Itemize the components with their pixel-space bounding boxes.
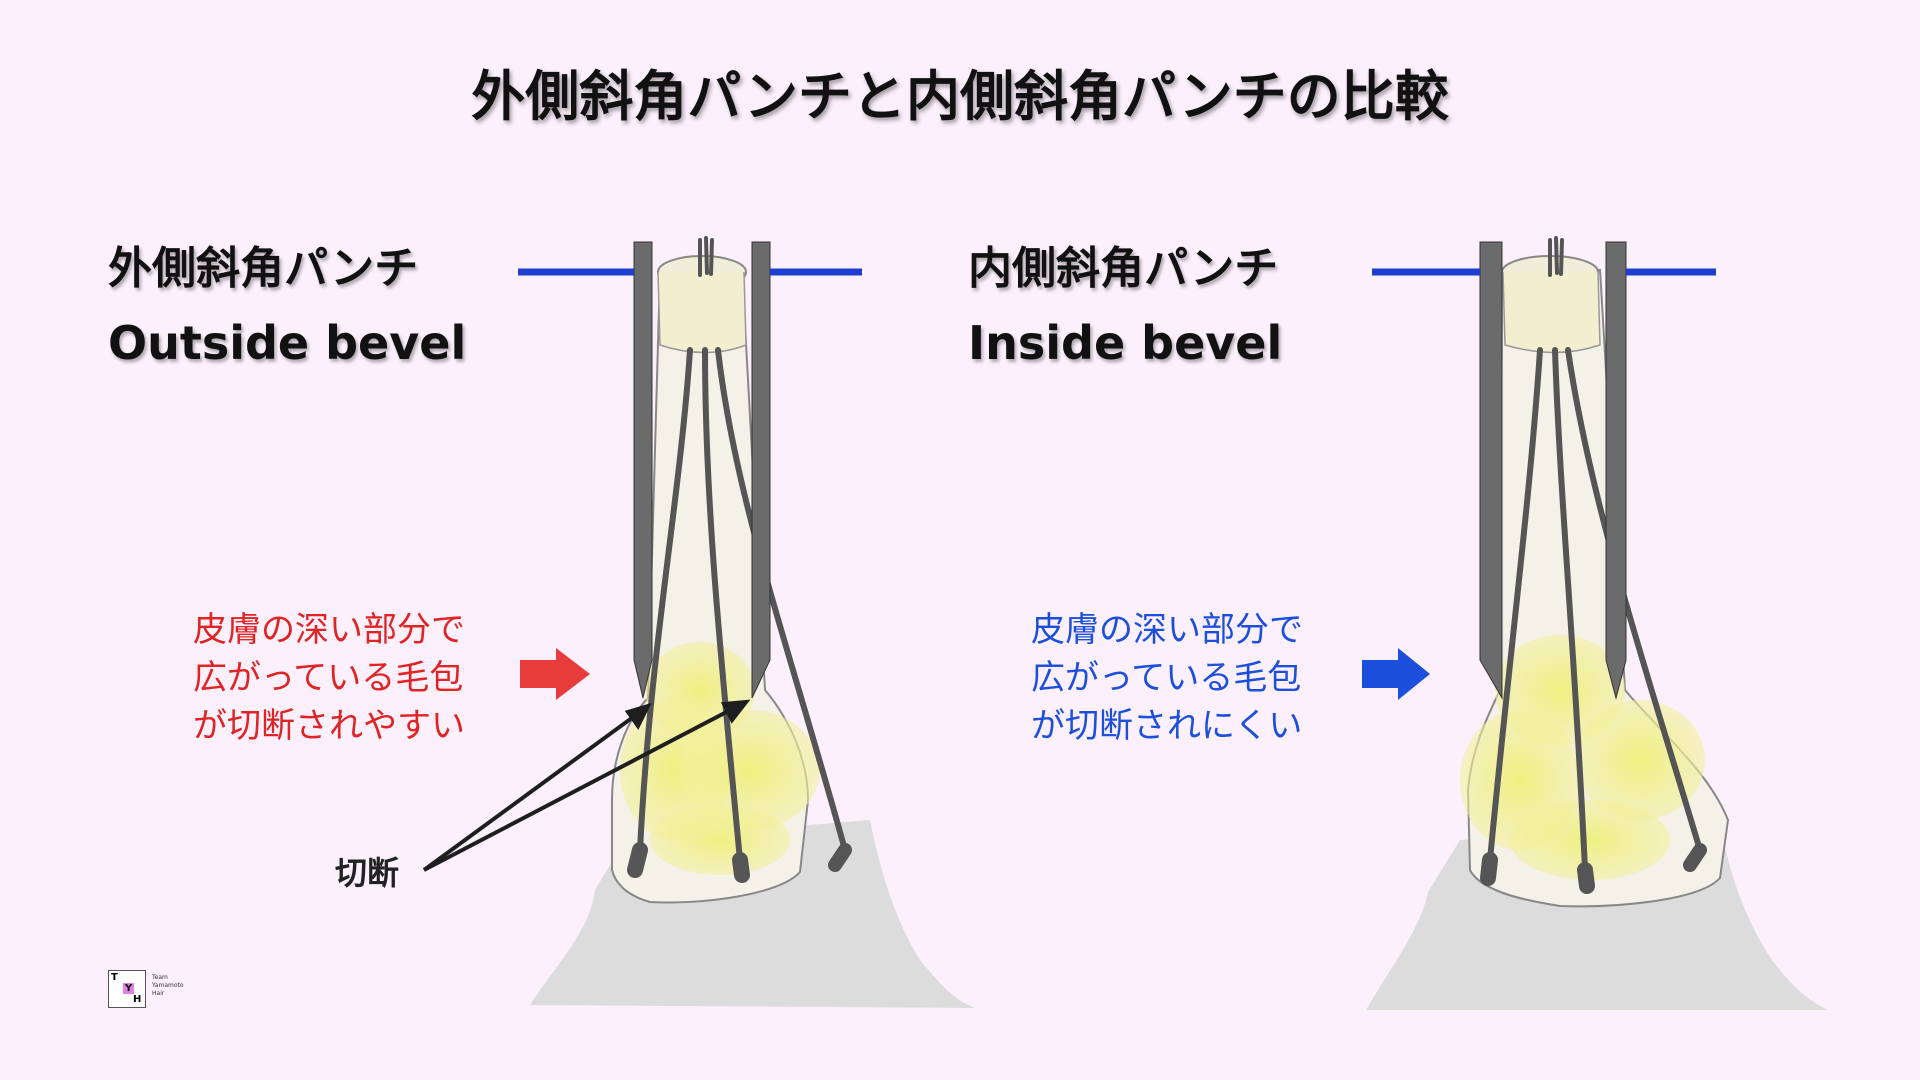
right-note: 皮膚の深い部分で 広がっている毛包 が切断されにくい [1031,606,1371,750]
left-punch-blades [633,241,771,699]
cut-label: 切断 [335,854,400,892]
logo-letter-y: Y [123,983,135,994]
left-label-en: Outside bevel [108,316,467,370]
left-note: 皮膚の深い部分で 広がっている毛包 が切断されやすい [193,606,533,750]
left-note-line-3: が切断されやすい [193,706,465,746]
right-note-line-3: が切断されにくい [1031,706,1303,746]
logo-letter-h: H [133,994,142,1005]
team-logo: T Y H Team Yamamoto Hair [108,970,188,1010]
left-note-line-2: 広がっている毛包 [193,658,464,698]
logo-text-line-2: Yamamoto [152,982,184,989]
right-punch-blades [1479,241,1627,700]
left-cut-arrows [422,699,751,872]
right-fat-area [1460,635,1705,880]
logo-box: T Y H [108,970,146,1008]
left-label-jp: 外側斜角パンチ [108,243,419,294]
left-note-line-1: 皮膚の深い部分で [193,610,465,650]
right-label-jp: 内側斜角パンチ [968,243,1279,294]
logo-text: Team Yamamoto Hair [152,974,184,998]
right-note-line-1: 皮膚の深い部分で [1031,610,1303,650]
right-label-en: Inside bevel [968,316,1283,370]
left-indicator-arrow [520,648,590,700]
page-title: 外側斜角パンチと内側斜角パンチの比較 [471,65,1449,128]
logo-letter-t: T [111,972,118,983]
right-indicator-arrow [1362,648,1430,700]
logo-text-line-1: Team [152,974,168,981]
logo-text-line-3: Hair [152,990,165,997]
right-note-line-2: 広がっている毛包 [1031,658,1302,698]
